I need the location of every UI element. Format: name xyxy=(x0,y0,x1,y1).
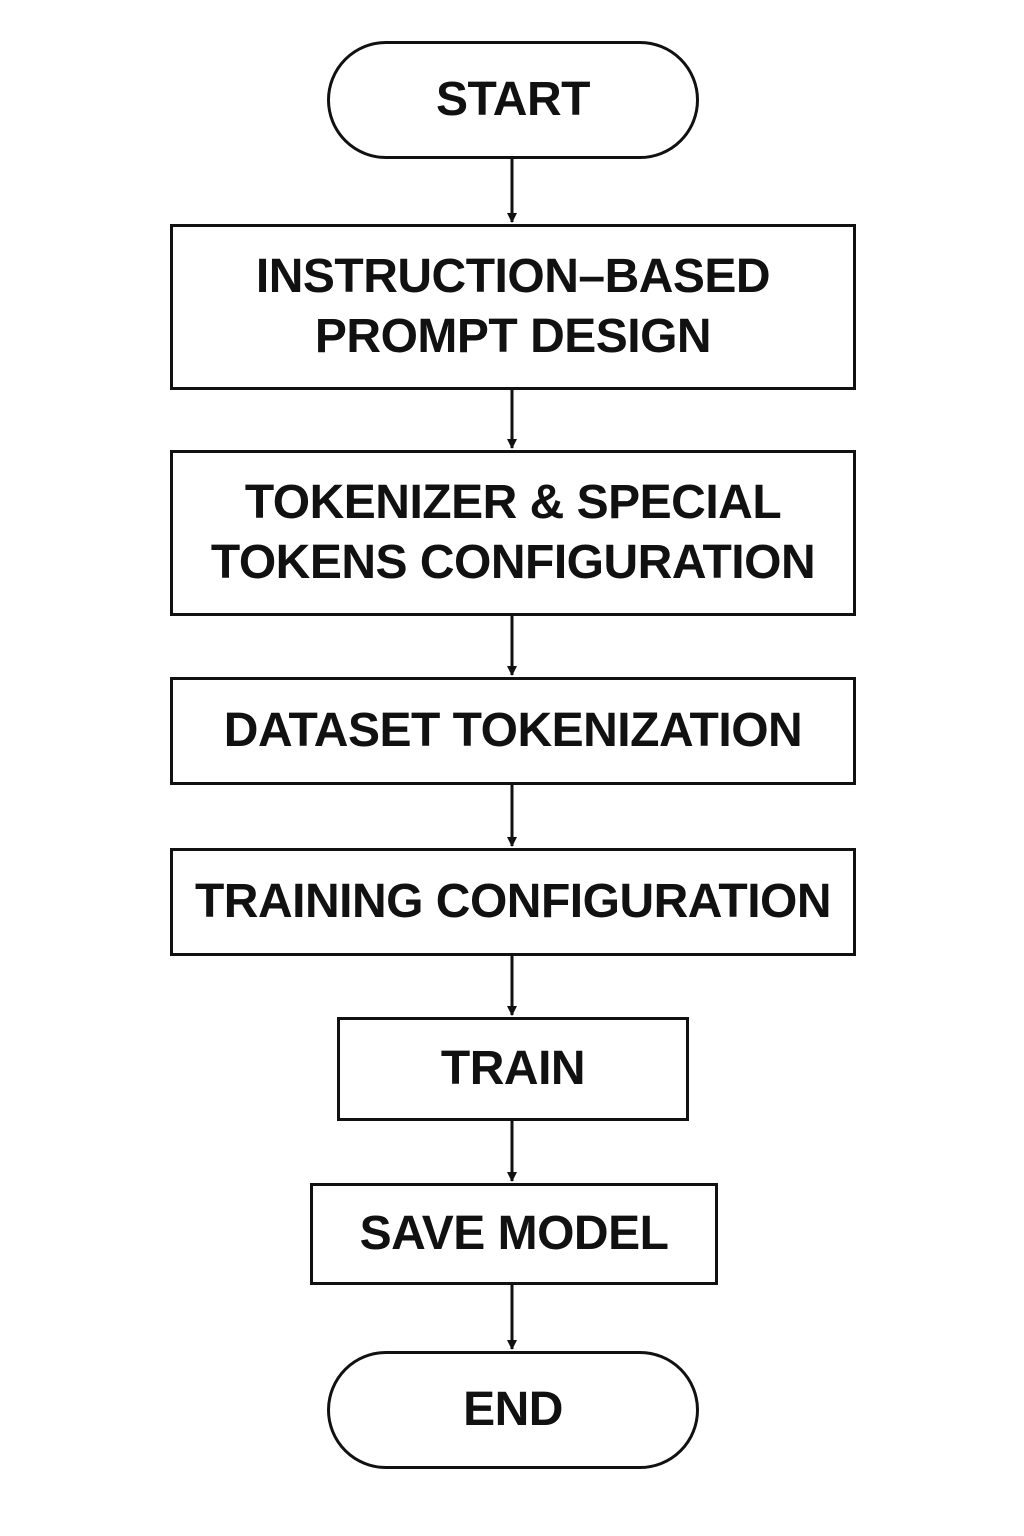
tokenizer-config-label-line-2: TOKENS CONFIGURATION xyxy=(210,536,816,589)
prompt-design-node: INSTRUCTION–BASED PROMPT DESIGN xyxy=(170,224,856,390)
tokenizer-config-label-line-1: TOKENIZER & SPECIAL xyxy=(244,476,782,529)
tokenizer-config-node: TOKENIZER & SPECIAL TOKENS CONFIGURATION xyxy=(170,450,856,616)
start-node: START xyxy=(327,41,699,159)
prompt-design-label-line-2: PROMPT DESIGN xyxy=(314,310,712,363)
start-label: START xyxy=(436,73,590,126)
dataset-tokenization-node: DATASET TOKENIZATION xyxy=(170,677,856,785)
train-node: TRAIN xyxy=(337,1017,689,1121)
training-config-node: TRAINING CONFIGURATION xyxy=(170,848,856,956)
end-node: END xyxy=(327,1351,699,1469)
end-label: END xyxy=(463,1383,563,1436)
save-model-label: SAVE MODEL xyxy=(359,1207,669,1260)
prompt-design-label-line-1: INSTRUCTION–BASED xyxy=(255,250,771,303)
train-label: TRAIN xyxy=(440,1042,586,1095)
training-config-label: TRAINING CONFIGURATION xyxy=(194,875,832,928)
save-model-node: SAVE MODEL xyxy=(310,1183,718,1285)
dataset-tokenization-label: DATASET TOKENIZATION xyxy=(223,704,803,757)
